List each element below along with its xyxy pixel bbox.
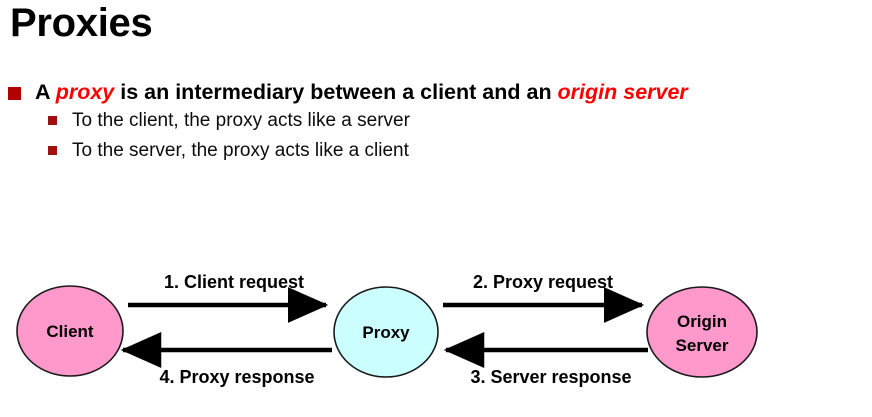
bullet-sub-text: To the client, the proxy acts like a ser… [72, 110, 410, 131]
square-bullet-icon [48, 146, 57, 155]
bullet-emphasis-origin-server: origin server [557, 80, 688, 104]
client-circle[interactable] [16, 285, 124, 377]
square-bullet-icon [48, 116, 57, 125]
bullet-text-segment: A [35, 80, 56, 104]
bullet-item-sub-2: To the server, the proxy acts like a cli… [0, 136, 872, 166]
bullet-emphasis-proxy: proxy [55, 80, 115, 104]
bullet-item-sub-1: To the client, the proxy acts like a ser… [0, 106, 872, 136]
edge-client-request: 1. Client request [128, 272, 329, 323]
origin-server-label-line1: Origin [677, 312, 727, 331]
edge-label-client-request: 1. Client request [164, 272, 304, 292]
node-proxy[interactable]: Proxy [333, 286, 439, 378]
proxy-flow-diagram: 1. Client request 2. Proxy request 3. Se… [0, 255, 872, 417]
node-origin-server[interactable]: Origin Server [646, 286, 758, 378]
node-client[interactable]: Client [16, 285, 124, 377]
bullet-list: A proxy is an intermediary between a cli… [0, 78, 872, 166]
origin-server-circle[interactable] [646, 286, 758, 378]
edge-proxy-request: 2. Proxy request [443, 272, 645, 323]
bullet-text-segment: is an intermediary between a client and … [114, 80, 558, 104]
square-bullet-icon [8, 87, 21, 100]
edge-label-proxy-response: 4. Proxy response [159, 367, 314, 387]
origin-server-label-line2: Server [676, 336, 729, 355]
page-title: Proxies [10, 1, 153, 45]
bullet-item-primary: A proxy is an intermediary between a cli… [0, 78, 872, 106]
edge-server-response: 3. Server response [443, 332, 648, 387]
client-label: Client [46, 322, 94, 341]
bullet-sub-text: To the server, the proxy acts like a cli… [72, 140, 409, 161]
proxy-circle[interactable] [333, 286, 439, 378]
edge-proxy-response: 4. Proxy response [120, 332, 332, 387]
edge-label-proxy-request: 2. Proxy request [473, 272, 613, 292]
proxy-label: Proxy [362, 323, 410, 342]
edge-label-server-response: 3. Server response [470, 367, 631, 387]
